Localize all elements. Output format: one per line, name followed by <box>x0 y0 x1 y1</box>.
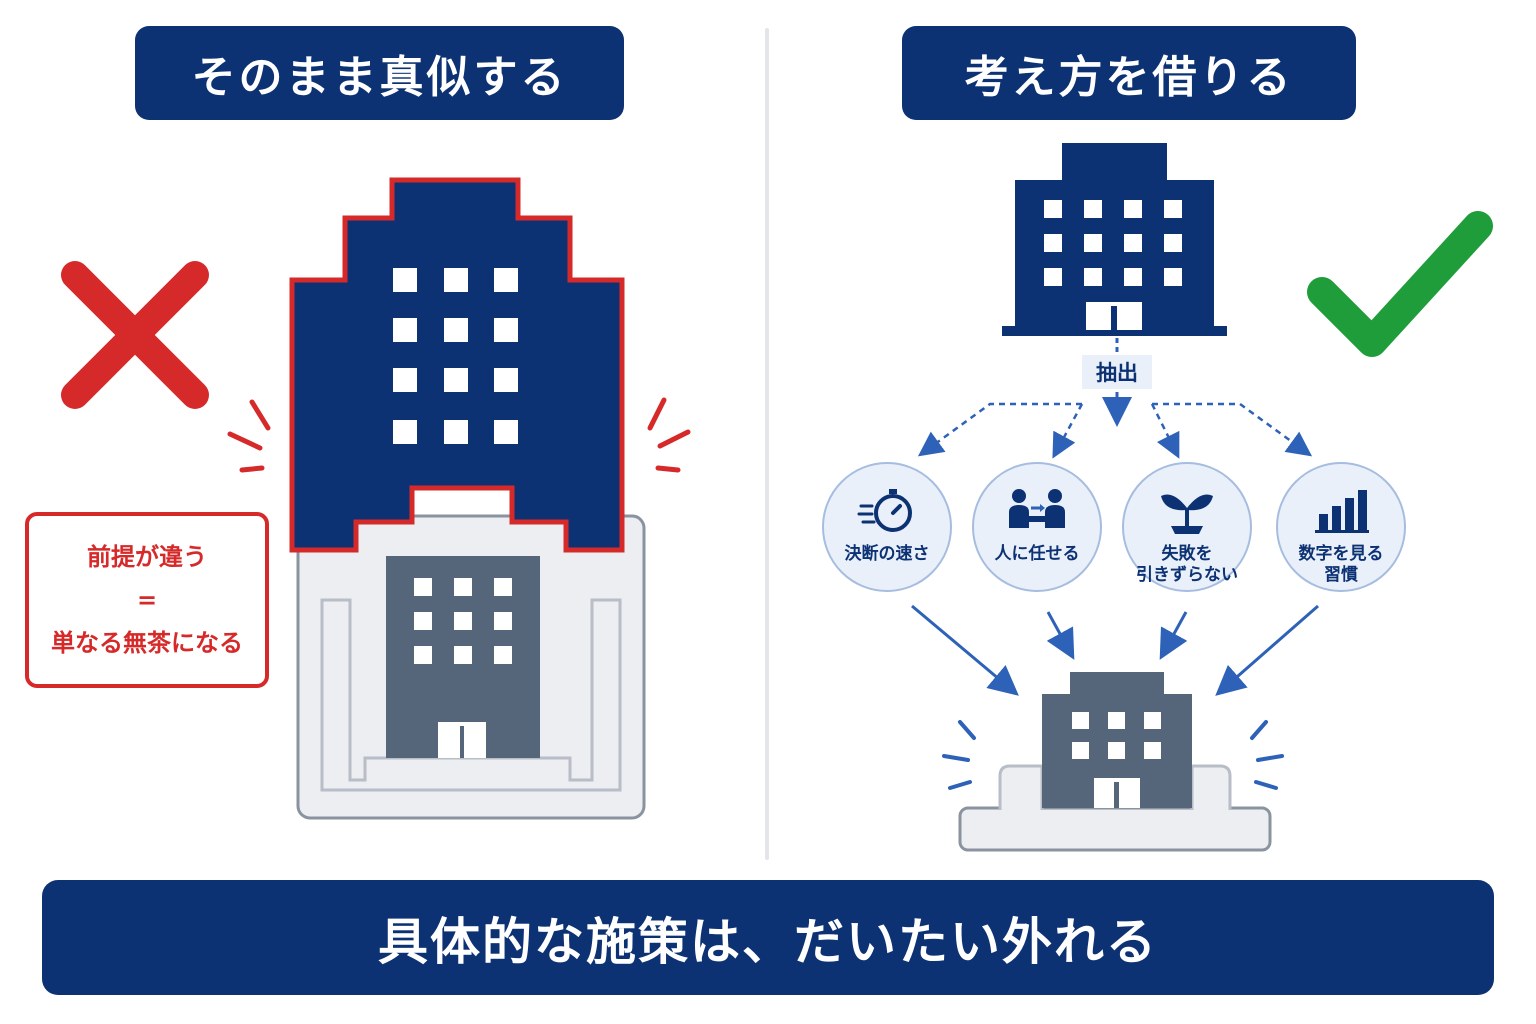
principle-circle-decision-speed: 決断の速さ <box>822 462 952 592</box>
small-building-icon <box>296 514 646 820</box>
warning-box: 前提が違う = 単なる無茶になる <box>25 512 269 688</box>
cross-mark-icon <box>61 261 209 409</box>
check-mark-icon <box>1307 211 1493 357</box>
delegate-people-icon <box>1009 489 1065 528</box>
principle-label: 人に任せる <box>994 544 1080 564</box>
source-building-icon <box>1002 143 1227 336</box>
bottom-banner: 具体的な施策は、だいたい外れる <box>42 880 1494 995</box>
bar-chart-icon <box>1315 490 1369 533</box>
principle-circle-fail-forward: 失敗を 引きずらない <box>1122 462 1252 592</box>
right-heading: 考え方を借りる <box>902 26 1356 120</box>
center-divider <box>765 28 769 860</box>
large-building-icon <box>289 177 625 553</box>
principle-label: 失敗を 引きずらない <box>1136 544 1238 585</box>
distribution-arrows <box>917 402 1313 459</box>
principle-circle-delegate: 人に任せる <box>972 462 1102 592</box>
left-heading: そのまま真似する <box>135 26 624 120</box>
impact-lines-left <box>227 399 271 473</box>
converging-arrows <box>911 604 1319 696</box>
principle-label: 決断の速さ <box>844 544 930 564</box>
principle-label: 数字を見る 習慣 <box>1298 544 1384 585</box>
sparkle-lines-left <box>942 720 976 790</box>
warning-line-result: 単なる無茶になる <box>51 628 243 657</box>
sprout-icon <box>1161 494 1213 534</box>
impact-lines-right <box>647 397 691 473</box>
result-building-icon <box>958 672 1272 852</box>
extract-label: 抽出 <box>1082 355 1152 389</box>
sparkle-lines-right <box>1250 720 1284 790</box>
principle-circle-numbers: 数字を見る 習慣 <box>1276 462 1406 592</box>
warning-line-equals: = <box>136 585 158 614</box>
warning-line-premise: 前提が違う <box>87 542 207 571</box>
stopwatch-icon <box>857 489 912 532</box>
